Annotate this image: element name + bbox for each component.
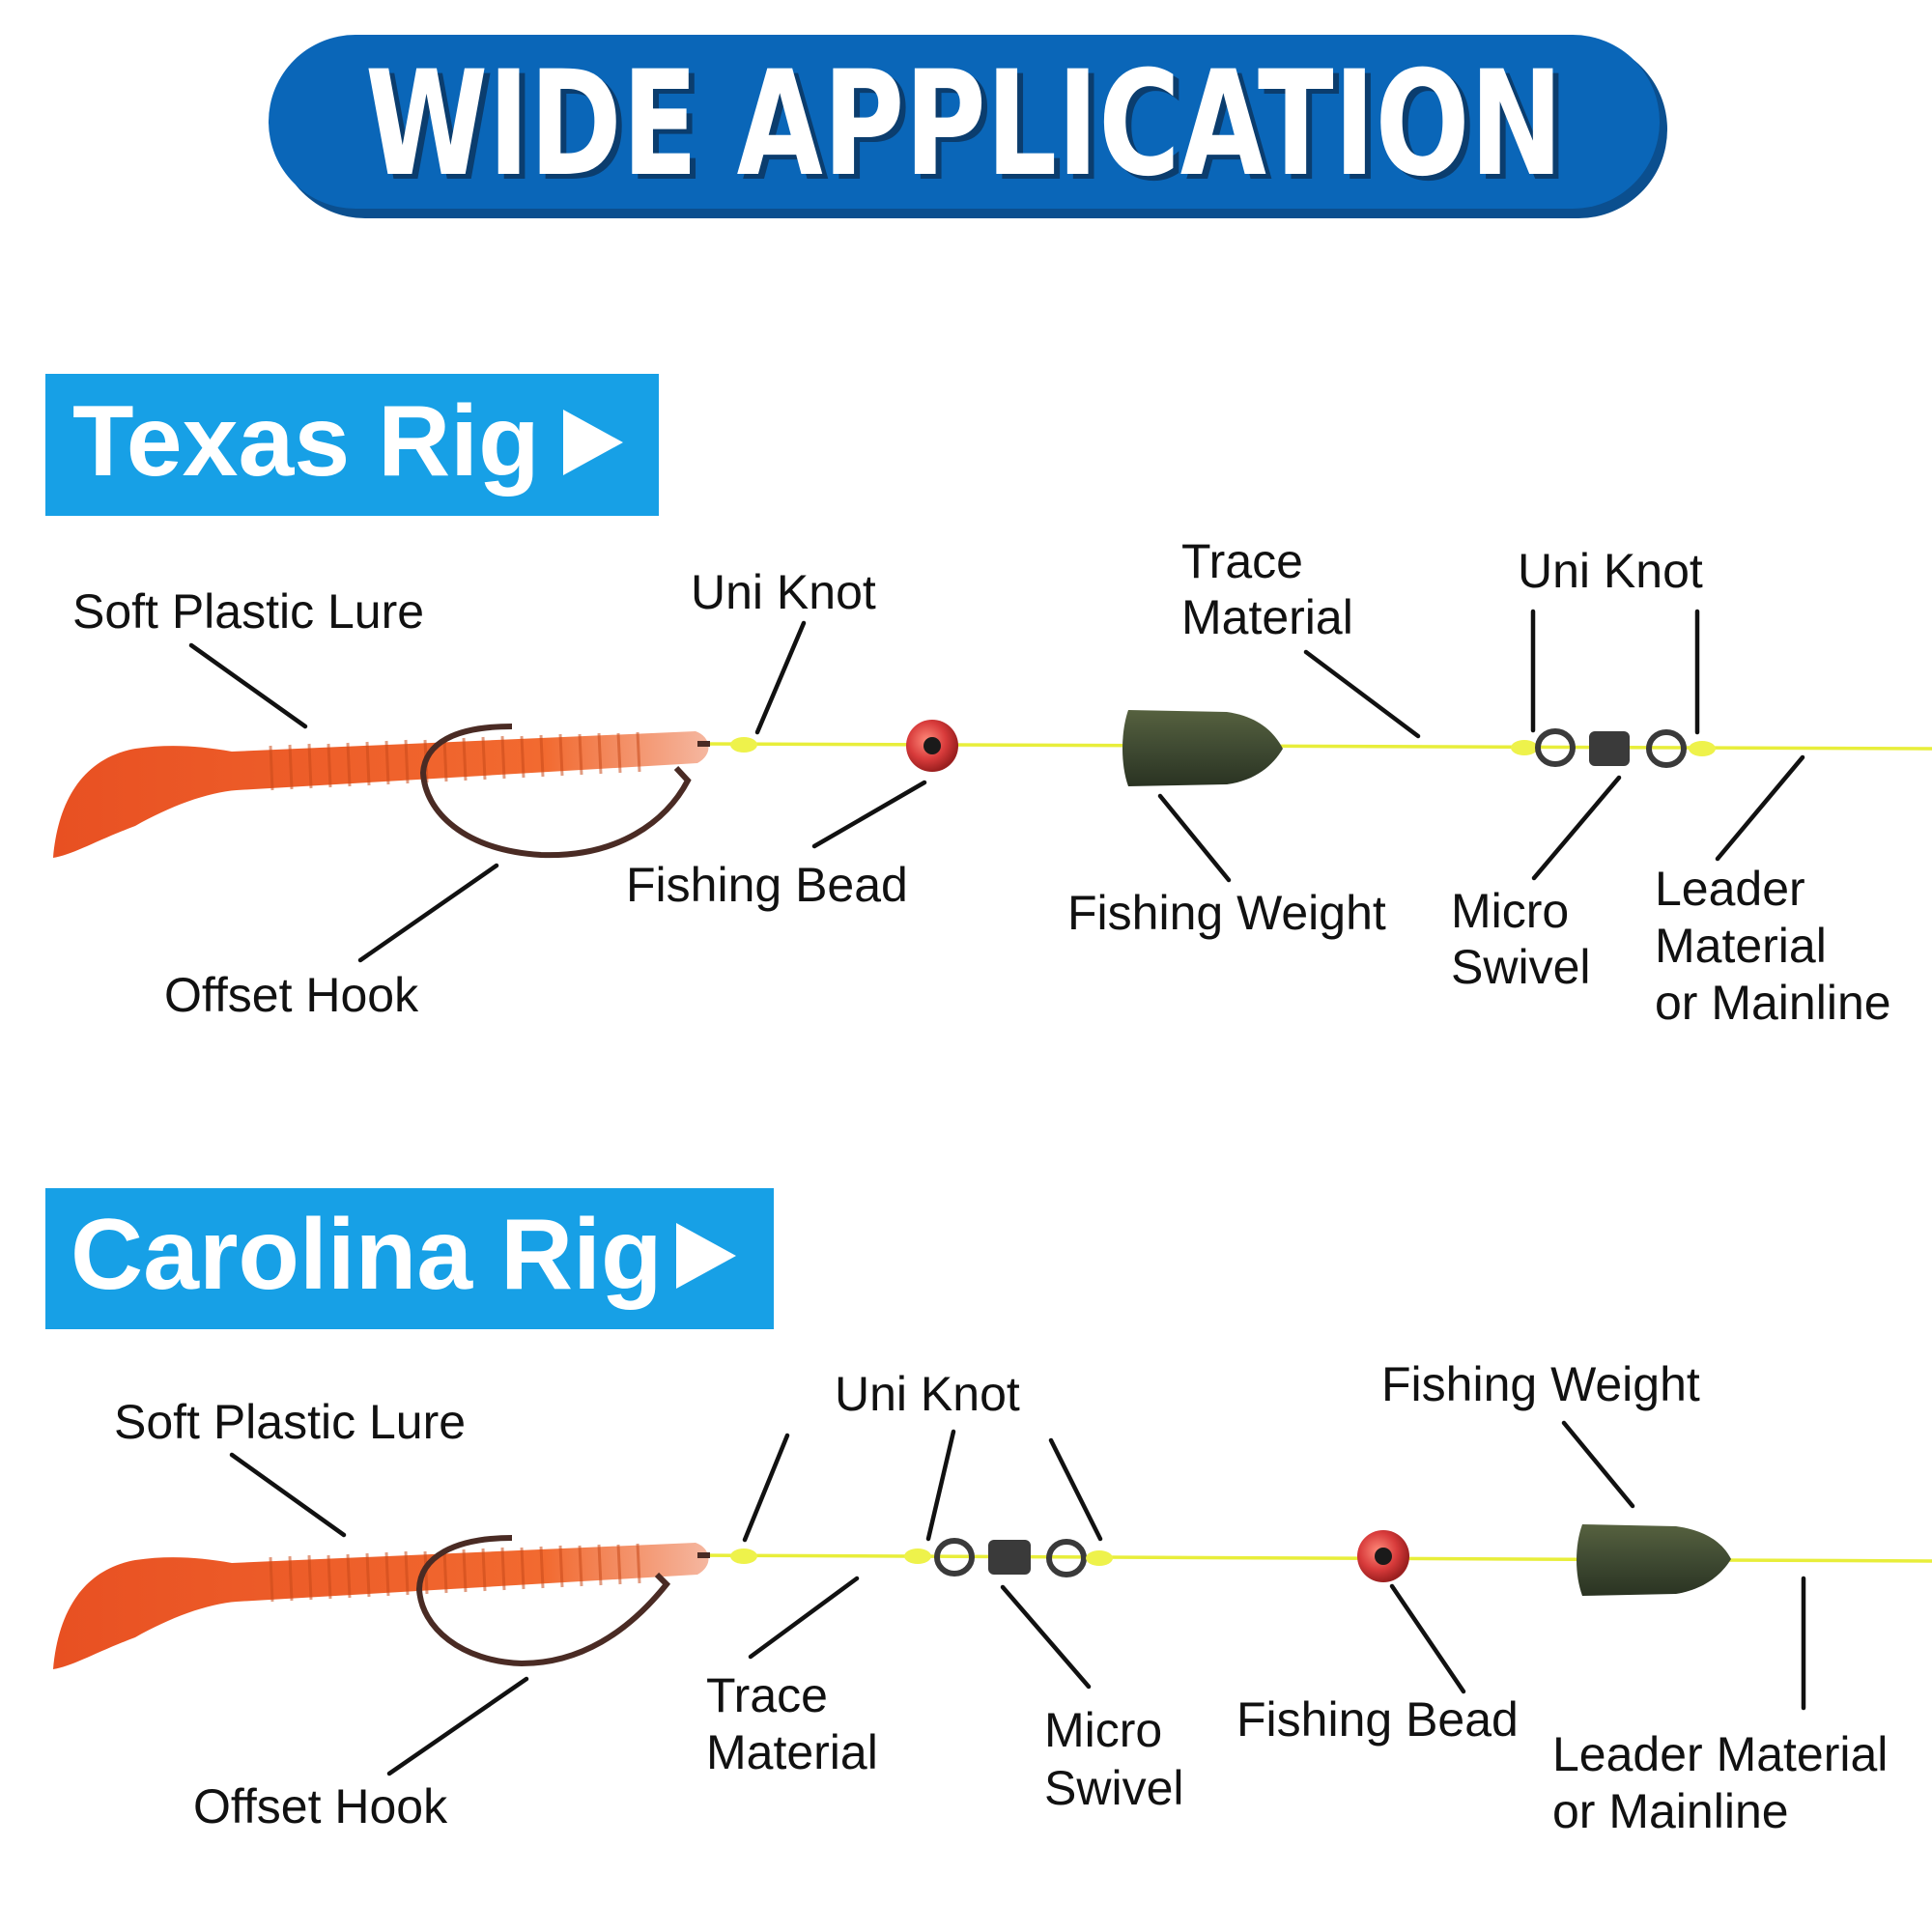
texas-label-uni-knot-1: Uni Knot — [691, 565, 876, 619]
texas-rig-title-box: Texas Rig — [45, 374, 659, 516]
carolina-label-swivel: Swivel — [1044, 1761, 1183, 1815]
texas-label-offset-hook: Offset Hook — [164, 968, 419, 1022]
carolina-label-offset-hook: Offset Hook — [193, 1779, 448, 1833]
texas-label-leader: Leader — [1655, 862, 1805, 916]
texas-label-micro: Micro — [1451, 884, 1569, 938]
texas-fishing-line — [693, 742, 1932, 751]
carolina-fishing-bead — [1357, 1530, 1409, 1582]
texas-label-fishing-bead: Fishing Bead — [626, 858, 908, 912]
texas-label-leader-material: Material — [1655, 919, 1827, 973]
carolina-label-micro: Micro — [1044, 1703, 1162, 1757]
carolina-label-fishing-weight: Fishing Weight — [1381, 1357, 1700, 1411]
header-title: WIDE APPLICATION — [365, 41, 1563, 209]
carolina-label-fishing-bead: Fishing Bead — [1236, 1692, 1519, 1747]
carolina-label-or-mainline: or Mainline — [1552, 1784, 1789, 1838]
carolina-label-material: Material — [706, 1725, 878, 1779]
play-arrow-icon — [676, 1223, 736, 1289]
texas-offset-hook — [419, 724, 710, 859]
texas-label-soft-plastic-lure: Soft Plastic Lure — [72, 584, 424, 639]
texas-fishing-bead — [906, 720, 958, 772]
texas-rig-section: Texas Rig — [45, 374, 1932, 1030]
texas-label-uni-knot-2: Uni Knot — [1518, 544, 1703, 598]
carolina-offset-hook — [415, 1535, 710, 1667]
texas-label-fishing-weight: Fishing Weight — [1067, 886, 1386, 940]
texas-rig-title: Texas Rig — [72, 385, 540, 497]
texas-fishing-weight — [1122, 710, 1283, 786]
carolina-fishing-line — [693, 1553, 1932, 1563]
play-arrow-icon — [563, 410, 623, 475]
carolina-uni-knot-1 — [730, 1548, 757, 1564]
texas-leader-lines — [188, 609, 1805, 963]
carolina-soft-plastic-lure — [53, 1543, 709, 1669]
texas-label-material: Material — [1181, 590, 1353, 644]
carolina-label-leader-material: Leader Material — [1552, 1727, 1888, 1781]
carolina-label-soft-plastic-lure: Soft Plastic Lure — [114, 1395, 466, 1449]
carolina-label-uni-knot: Uni Knot — [835, 1367, 1020, 1421]
texas-label-trace: Trace — [1181, 534, 1303, 588]
texas-soft-plastic-lure — [53, 731, 709, 858]
texas-label-or-mainline: or Mainline — [1655, 976, 1891, 1030]
header-banner: WIDE APPLICATION WIDE APPLICATION — [269, 35, 1667, 218]
header-title-shadow: WIDE APPLICATION — [371, 45, 1569, 213]
carolina-rig-section: Carolina Rig — [45, 1188, 1932, 1838]
carolina-rig-title: Carolina Rig — [71, 1199, 663, 1311]
carolina-fishing-weight — [1577, 1524, 1731, 1596]
texas-micro-swivel — [1511, 728, 1716, 768]
carolina-rig-title-box: Carolina Rig — [45, 1188, 774, 1329]
texas-uni-knot-1 — [730, 737, 757, 753]
texas-label-swivel: Swivel — [1451, 940, 1590, 994]
carolina-leader-lines — [229, 1420, 1806, 1776]
carolina-micro-swivel — [904, 1538, 1113, 1577]
carolina-label-trace: Trace — [706, 1668, 828, 1722]
